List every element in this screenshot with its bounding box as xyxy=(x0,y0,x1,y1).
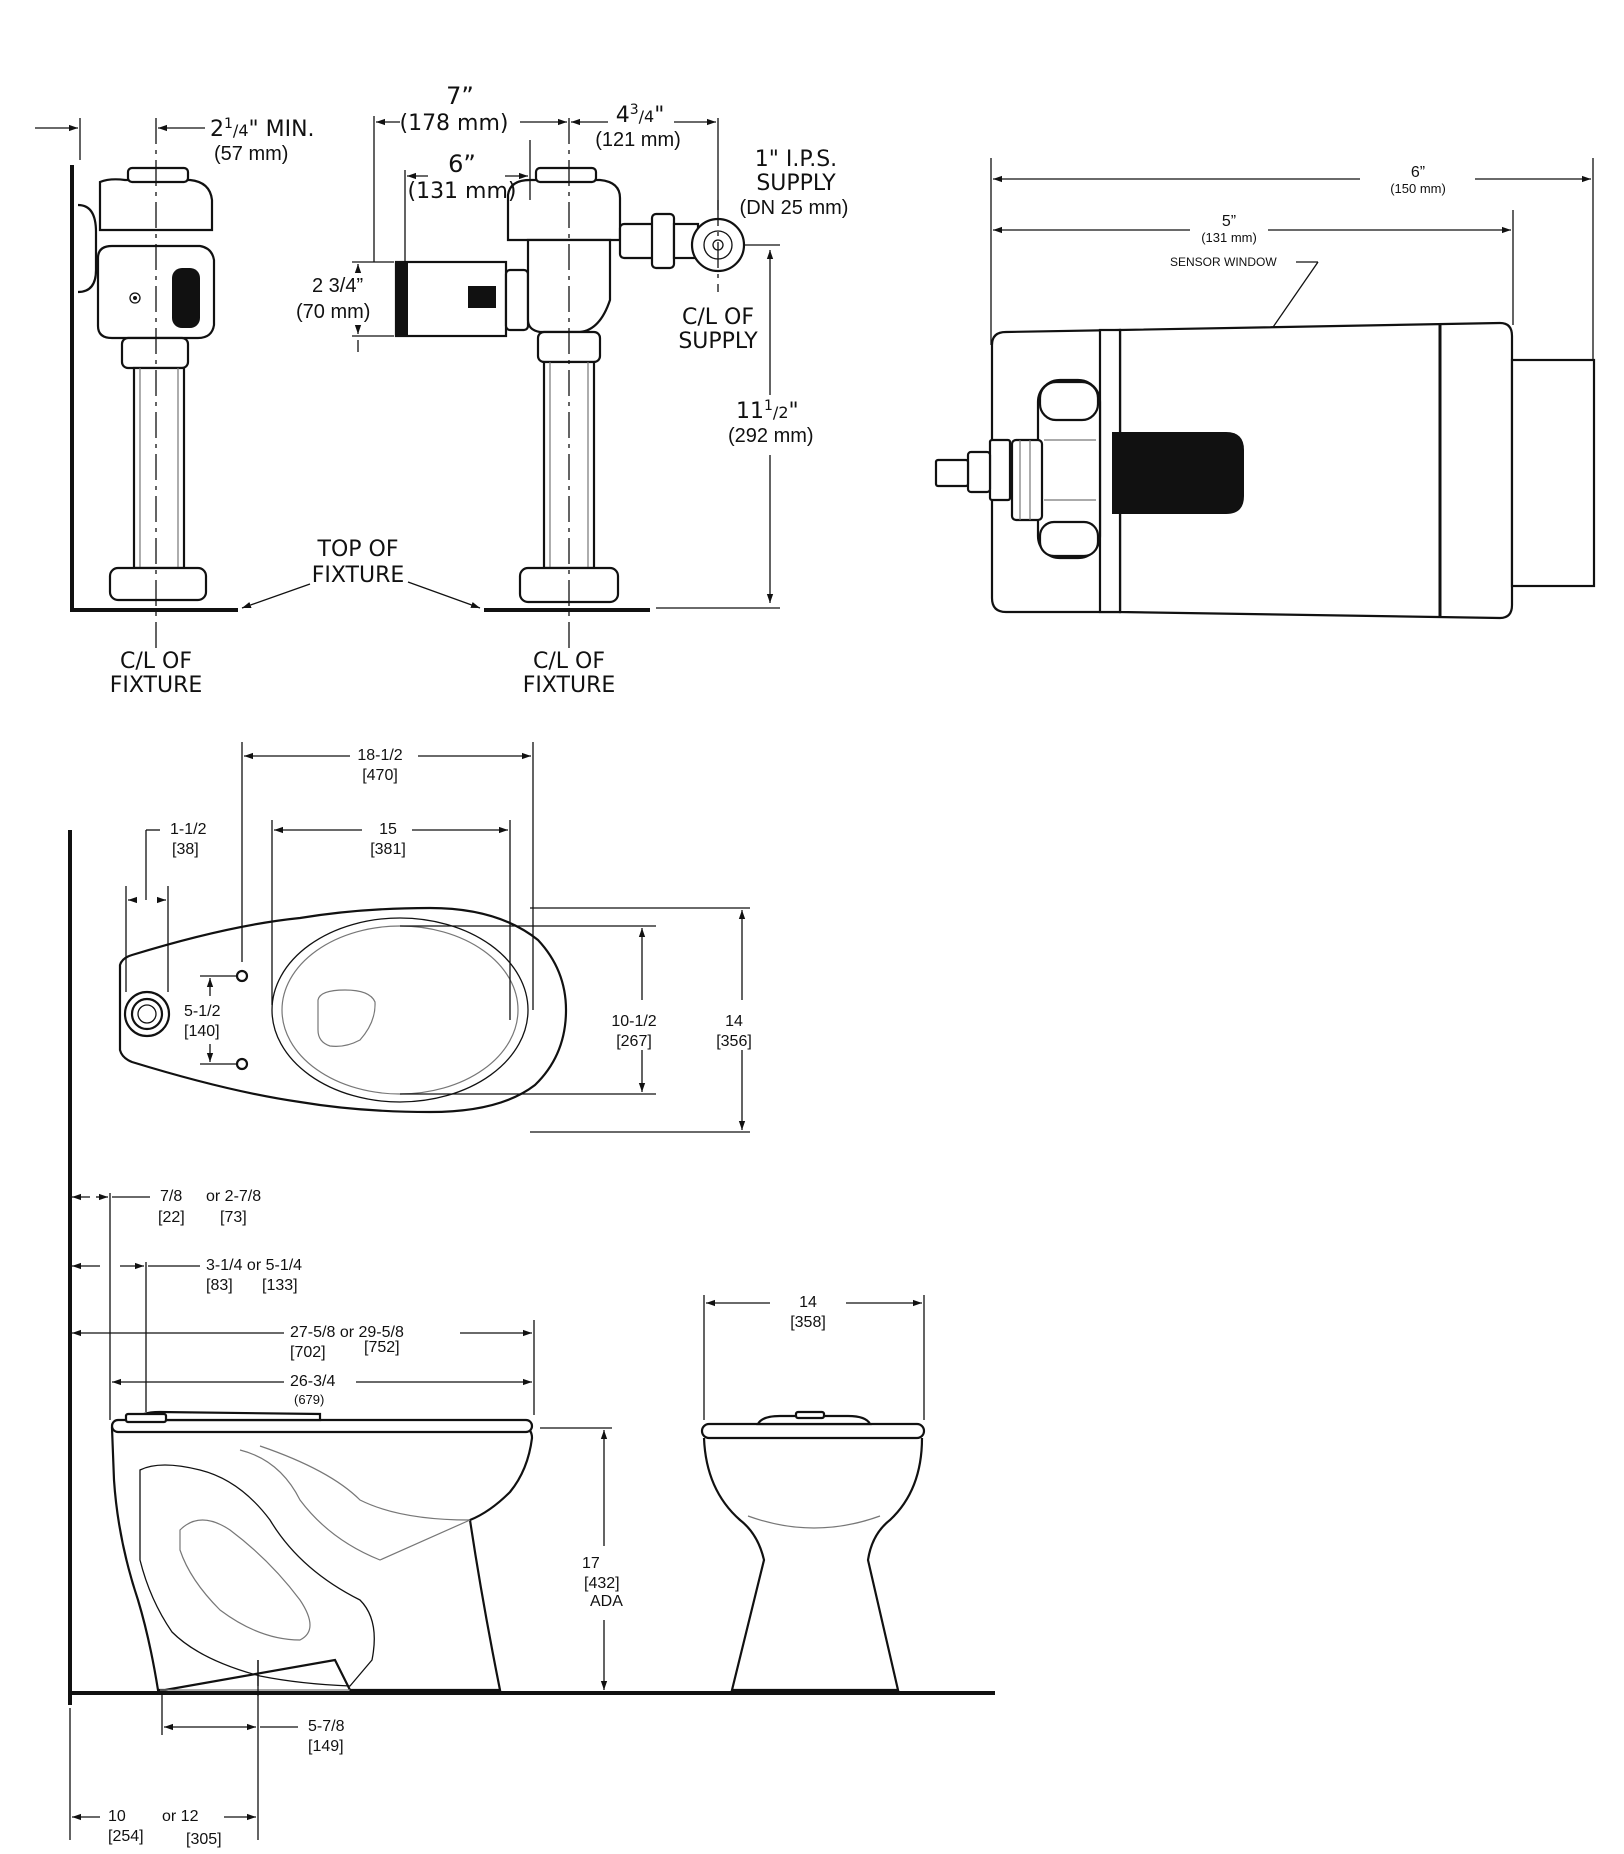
bowl-height-metric: [432] xyxy=(584,1575,620,1592)
sensor-plug xyxy=(468,286,496,308)
bolt-hole-top xyxy=(235,969,249,983)
side-dim-a-alt: or 2-7/8 xyxy=(206,1188,261,1205)
bolt-spacing-metric: [140] xyxy=(184,1023,220,1040)
side-dim-c: 27-5/8 or 29-5/8 xyxy=(290,1324,404,1341)
sensor-window-side xyxy=(172,268,200,328)
bowl-front-view: 14 [358] xyxy=(700,1294,926,1692)
overall-length-dim: 7” xyxy=(446,82,474,110)
rough-in-metric: [254] xyxy=(108,1828,144,1845)
bowl-height-note: ADA xyxy=(590,1593,623,1610)
bowl-front-rim xyxy=(700,1422,926,1440)
side-dim-d-metric: (679) xyxy=(294,1392,324,1407)
valve-coupling xyxy=(120,336,190,370)
plan-width-metric: [356] xyxy=(716,1033,752,1050)
valve-body-front xyxy=(506,178,622,242)
body-length-metric: (131 mm) xyxy=(407,179,516,204)
front-width-metric: [358] xyxy=(790,1314,826,1331)
top-of-fixture-label-2: FIXTURE xyxy=(312,563,405,588)
side-dim-a-metric: [22] xyxy=(158,1209,185,1226)
plan-length-outer-metric: [470] xyxy=(362,767,398,784)
supply-label-1: 1" I.P.S. xyxy=(755,147,837,172)
outlet-dim: 5-7/8 xyxy=(308,1718,345,1735)
plan-length-outer-dim: 18-1/2 xyxy=(357,747,402,764)
spud-coupling xyxy=(108,566,208,602)
wall-flange xyxy=(77,203,98,294)
side-dim-a: 7/8 xyxy=(160,1188,182,1205)
inlet-offset-metric: [38] xyxy=(172,841,199,858)
rear-cover xyxy=(1510,358,1596,588)
cl-fixture-label-2: FIXTURE xyxy=(110,673,203,698)
inlet-offset-dim: 1-1/2 xyxy=(170,821,207,838)
wall-clearance-metric: (57 mm) xyxy=(214,143,288,165)
front-width-dim: 14 xyxy=(799,1294,817,1311)
valve-cap-button xyxy=(126,166,190,184)
outlet-metric: [149] xyxy=(308,1738,344,1755)
bolt-spacing-dim: 5-1/2 xyxy=(184,1003,221,1020)
supply-offset-metric: (121 mm) xyxy=(595,129,681,151)
rim-width-metric: [267] xyxy=(616,1033,652,1050)
spud-side xyxy=(124,1412,168,1424)
side-dim-c-metric: [702] xyxy=(290,1344,326,1361)
bowl-seat-top xyxy=(110,1418,534,1434)
bowl-outline-plan xyxy=(118,906,568,1114)
side-dim-b-alt-metric: [133] xyxy=(262,1277,298,1294)
body-length-dim: 6” xyxy=(448,150,476,178)
sensor-module-view: 6” (150 mm) 5” (131 mm) SENSOR WINDOW xyxy=(934,158,1596,620)
side-dim-c-alt-metric: [752] xyxy=(364,1339,400,1356)
side-dim-d: 26-3/4 xyxy=(290,1373,335,1390)
bowl-plan-view: 18-1/2 [470] 15 [381] 1-1/2 [38] 5-1/2 [… xyxy=(68,742,752,1705)
bowl-height-dim: 17 xyxy=(582,1555,600,1572)
bolt-hole-bottom xyxy=(235,1057,249,1071)
supply-height-dim: 111/2" xyxy=(736,398,799,424)
override-button-icon xyxy=(129,292,141,304)
rough-in-alt: or 12 xyxy=(162,1808,199,1825)
bowl-rim xyxy=(271,917,529,1103)
plan-width-dim: 14 xyxy=(725,1013,743,1030)
cl-fixture-label-4: FIXTURE xyxy=(523,673,616,698)
module-width-metric: (150 mm) xyxy=(1390,181,1446,196)
side-dim-b: 3-1/4 or 5-1/4 xyxy=(206,1257,302,1274)
rough-in-dim: 10 xyxy=(108,1808,126,1825)
supply-offset-dim: 43/4" xyxy=(616,102,665,128)
plan-length-inner-dim: 15 xyxy=(379,821,397,838)
sensor-lens-front xyxy=(396,262,408,336)
cl-fixture-label-1: C/L OF xyxy=(120,649,192,674)
rough-in-alt-metric: [305] xyxy=(186,1831,222,1848)
sensor-window-label: SENSOR WINDOW xyxy=(1170,255,1277,269)
side-dim-b-metric: [83] xyxy=(206,1277,233,1294)
top-of-fixture-label-1: TOP OF xyxy=(317,537,399,562)
module-body-dim: 5” xyxy=(1222,213,1236,230)
bowl-side-view: 7/8 or 2-7/8 [22] [73] 3-1/4 or 5-1/4 [8… xyxy=(68,1188,995,1848)
supply-label-2: SUPPLY xyxy=(756,171,836,196)
bowl-side-outline xyxy=(110,1424,534,1692)
side-dim-a-alt-metric: [73] xyxy=(220,1209,247,1226)
vacuum-breaker-tube xyxy=(132,366,186,570)
supply-height-metric: (292 mm) xyxy=(728,425,814,447)
sensor-height-metric: (70 mm) xyxy=(296,301,370,323)
overall-length-metric: (178 mm) xyxy=(399,111,508,136)
flush-valve-side-view: 21/4" MIN. (57 mm) C/L OF FIXTURE xyxy=(35,116,315,698)
supply-label-3: (DN 25 mm) xyxy=(740,197,849,219)
plan-length-inner-metric: [381] xyxy=(370,841,406,858)
bowl-outlet xyxy=(317,989,376,1047)
wall-clearance-dim: 21/4" MIN. xyxy=(210,116,315,142)
module-body-metric: (131 mm) xyxy=(1201,230,1257,245)
sensor-window xyxy=(1112,432,1244,514)
override-button-dot xyxy=(133,296,137,300)
flush-valve-front-view: 7” (178 mm) 6” (131 mm) 43/4" (121 mm) 1… xyxy=(241,82,849,698)
rim-width-dim: 10-1/2 xyxy=(611,1013,656,1030)
bowl-front-outline xyxy=(702,1437,924,1692)
bowl-front-spud xyxy=(756,1414,872,1426)
cl-supply-label-2: SUPPLY xyxy=(678,329,758,354)
supply-nut xyxy=(650,212,676,270)
sensor-housing xyxy=(1118,321,1514,620)
cl-fixture-label-3: C/L OF xyxy=(533,649,605,674)
sensor-height-dim: 2 3/4” xyxy=(312,275,363,297)
solenoid-stem xyxy=(934,458,970,488)
cl-supply-label-1: C/L OF xyxy=(682,305,754,330)
module-width-dim: 6” xyxy=(1411,164,1425,181)
